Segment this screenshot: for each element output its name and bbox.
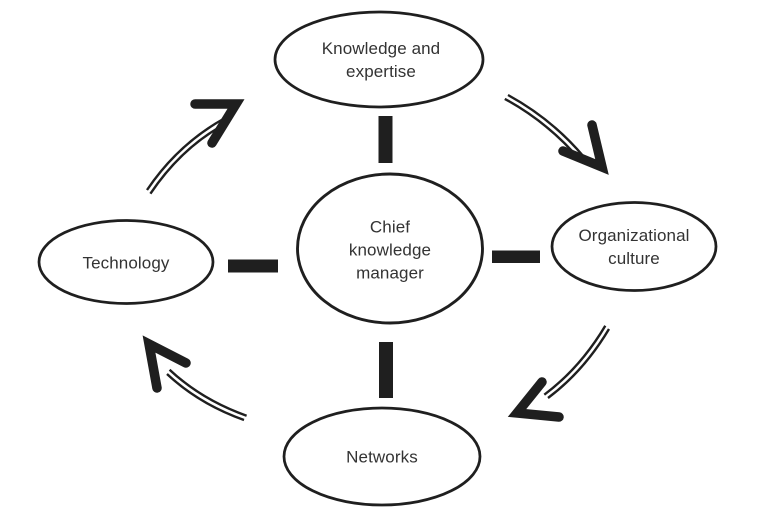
ellipse-organizational-culture xyxy=(550,201,718,292)
curved-arrow-culture-to-networks-icon xyxy=(507,325,611,422)
ellipse-knowledge-and-expertise xyxy=(273,10,485,109)
ellipse-technology xyxy=(37,219,215,305)
connector-center-to-right xyxy=(492,250,540,263)
ellipse-chief-knowledge-manager xyxy=(296,172,484,325)
ellipse-networks xyxy=(282,406,482,507)
node-label-technology: Technology xyxy=(82,253,170,273)
node-label-networks: Networks xyxy=(346,447,418,467)
curved-arrow-technology-to-knowledge-icon xyxy=(146,99,245,195)
curved-arrow-networks-to-technology-icon xyxy=(142,335,248,422)
node-label-organizational-culture: Organizational culture xyxy=(578,226,690,268)
node-label-knowledge-and-expertise: Knowledge and expertise xyxy=(321,39,441,81)
node-label-chief-knowledge-manager: Chief knowledge manager xyxy=(348,217,432,283)
curved-arrow-knowledge-to-culture-icon xyxy=(504,93,609,175)
connector-center-to-top xyxy=(378,116,393,163)
connector-center-to-bottom xyxy=(379,342,393,398)
connector-center-to-left xyxy=(228,259,278,273)
